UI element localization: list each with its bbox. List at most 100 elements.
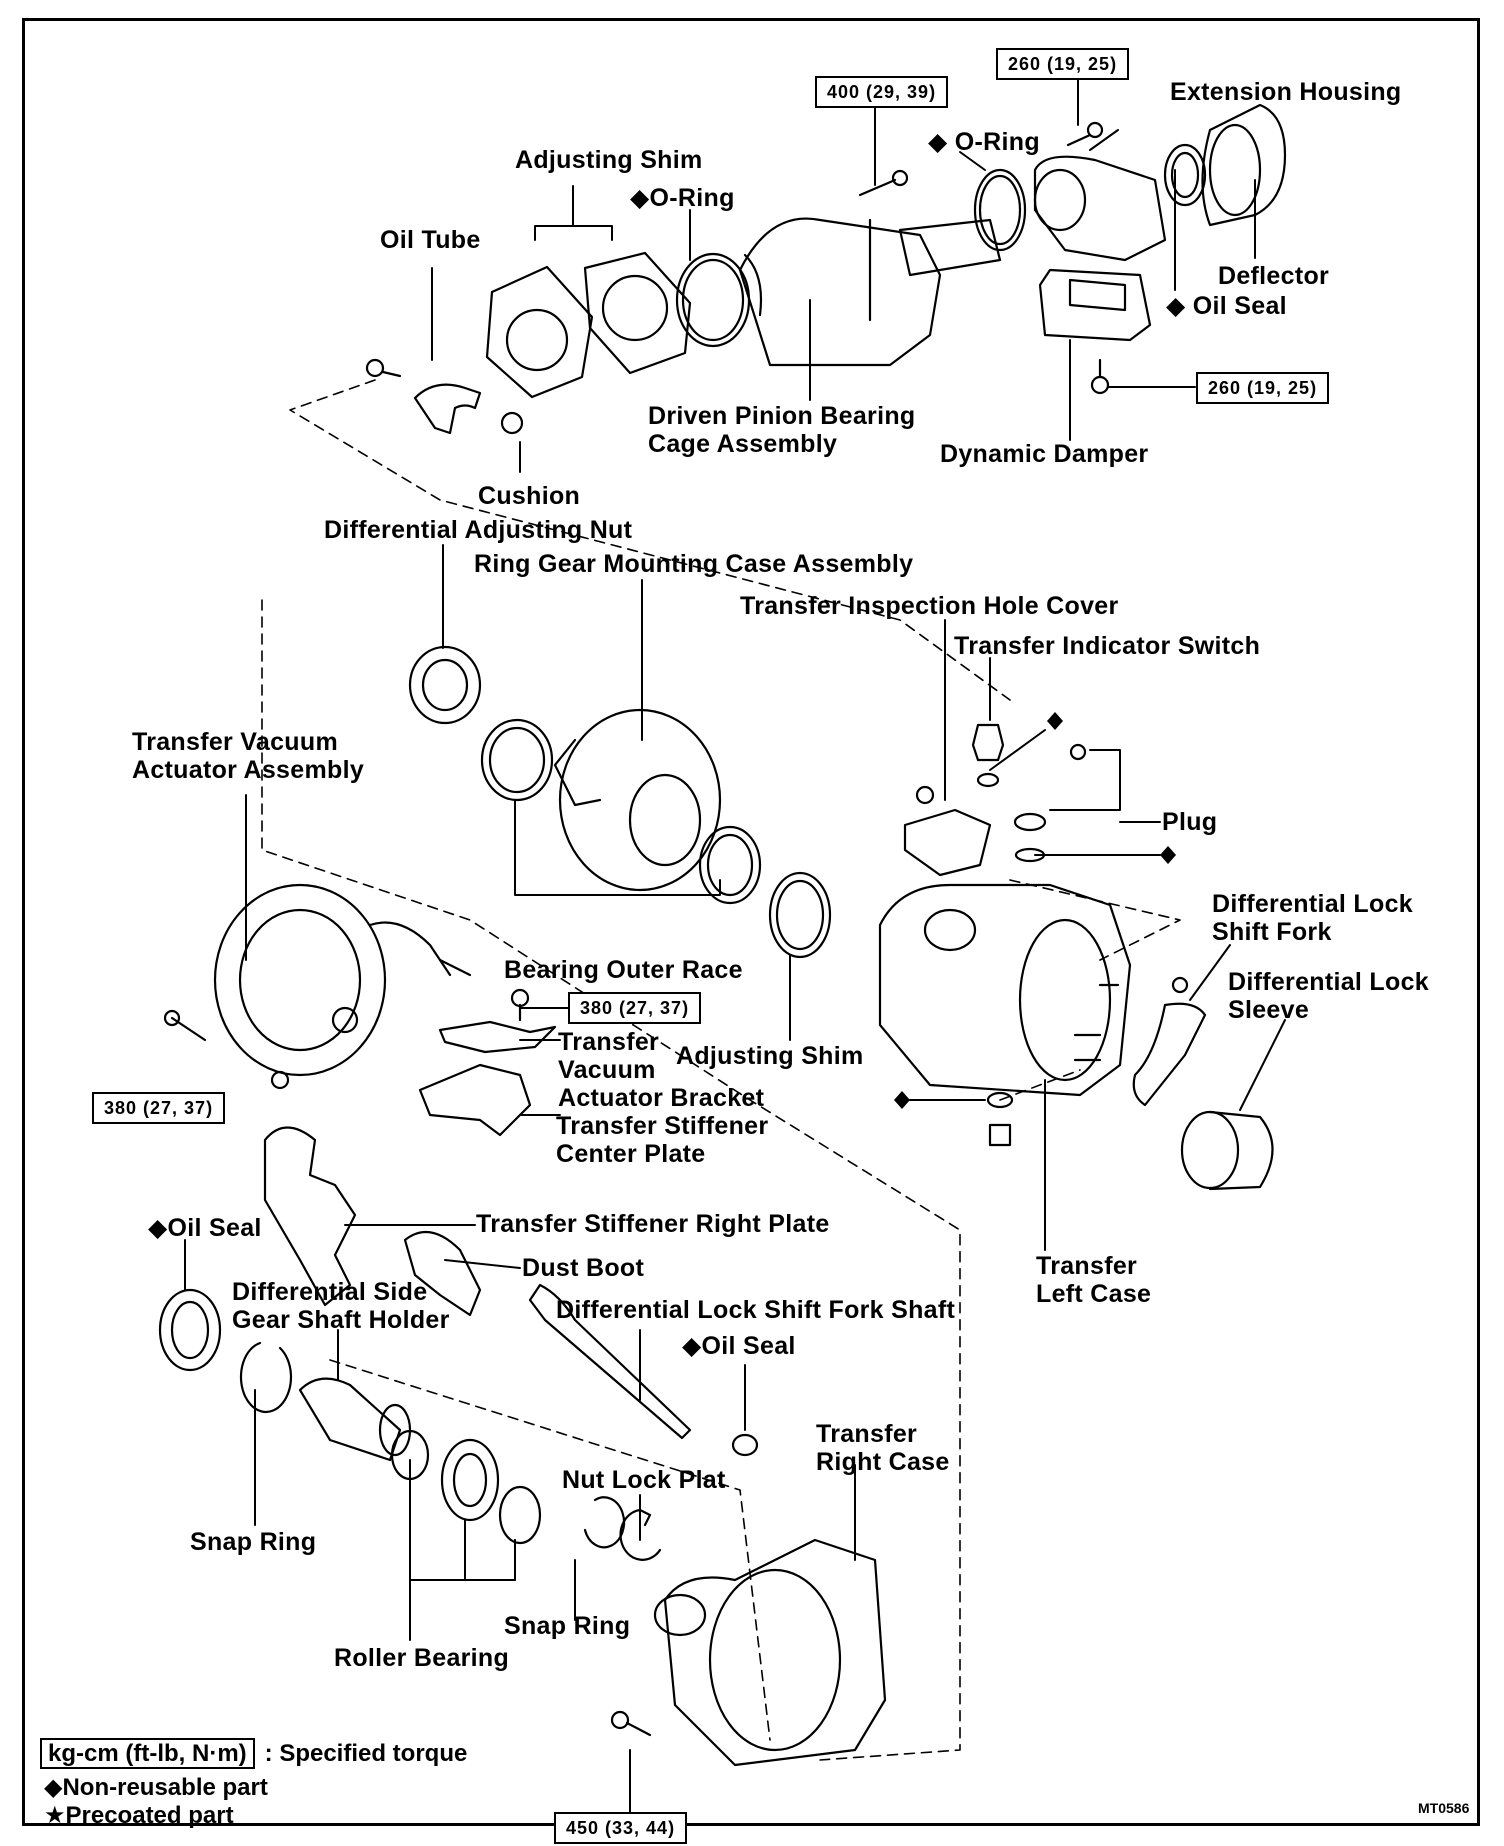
part-bolt-400 [858,169,909,197]
label-extension-housing: Extension Housing [1170,78,1402,106]
label-nut-lock: Nut Lock Plat [562,1466,726,1494]
label-center-plate-1: Transfer Stiffener [556,1112,769,1140]
part-dynamic-damper [1038,268,1152,342]
label-oring-top: ◆ O-Ring [928,128,1040,156]
label-diff-lock-fork-1: Differential Lock [1212,890,1413,918]
legend-torque-text: : Specified torque [264,1740,468,1767]
torque-400: 400 (29, 39) [815,76,949,108]
part-transfer-left-case [878,883,1132,1097]
label-dust-boot: Dust Boot [522,1254,645,1282]
part-plug [1013,743,1087,863]
label-bearing-outer-race: Bearing Outer Race [504,956,743,984]
part-oil-tube [413,383,482,435]
label-left-case-2: Left Case [1036,1280,1152,1308]
label-diff-adjusting-nut: Differential Adjusting Nut [324,516,633,544]
label-side-gear-1: Differential Side [232,1278,428,1306]
torque-260-extension: 260 (19, 25) [996,48,1130,80]
leader-lines [184,79,1286,1813]
part-oil-seal-top [1163,143,1207,207]
part-bearing-outer-race-1 [480,718,554,802]
part-bolt-450 [610,1710,652,1737]
label-oring-mid: ◆O-Ring [630,184,735,212]
label-oil-seal-bottom-text: Oil Seal [701,1332,796,1360]
assembly-guide-lines [261,379,1181,1761]
label-adjusting-shim-top: Adjusting Shim [515,146,703,174]
label-oring-top-text: O-Ring [954,128,1040,156]
part-driven-pinion [738,217,1002,367]
part-bolt-380-bracket [510,988,530,1022]
part-bearing-outer-race-2 [698,825,762,905]
part-nut-lock-plate [619,1508,662,1561]
label-oil-seal-left-text: Oil Seal [167,1214,262,1242]
label-diff-lock-sleeve-1: Differential Lock [1228,968,1429,996]
torque-380-bracket: 380 (27, 37) [568,992,702,1024]
part-dust-boot [403,1230,482,1317]
part-snap-ring-bottom [583,1496,626,1549]
diagram-frame [22,18,1480,1826]
label-oring-mid-text: O-Ring [649,184,735,212]
label-fork-shaft: Differential Lock Shift Fork Shaft [556,1296,956,1324]
label-adjusting-shim-mid: Adjusting Shim [676,1042,864,1070]
part-roller-bearing-3 [498,1485,542,1545]
label-driven-pinion-2: Cage Assembly [648,430,838,458]
part-fork-shaft [528,1283,692,1440]
part-diff-adjusting-nut [408,645,482,725]
label-oil-seal-top-text: Oil Seal [1192,292,1287,320]
part-indicator-switch [971,723,1005,788]
torque-260-damper: 260 (19, 25) [1196,372,1330,404]
part-vacuum-bracket [438,1020,557,1054]
label-plug: Plug [1162,808,1218,836]
part-center-plate [418,1063,532,1137]
part-deflector [1201,103,1287,227]
part-ring-gear [553,708,722,892]
part-adjusting-shim-1 [485,265,594,399]
figure-code: MT0586 [1418,1800,1470,1816]
label-oil-seal-left: ◆Oil Seal [148,1214,262,1242]
part-inspection-cover [903,785,992,877]
label-oil-seal-bottom: ◆Oil Seal [682,1332,796,1360]
part-oil-seal-left [158,1288,222,1372]
part-bolt-260-damper [1090,358,1110,395]
label-snap-ring-bottom: Snap Ring [504,1612,631,1640]
diamond-icon: ◆ [44,1774,63,1801]
torque-380-actuator: 380 (27, 37) [92,1092,226,1124]
label-snap-ring-left: Snap Ring [190,1528,317,1556]
label-roller-bearing: Roller Bearing [334,1644,510,1672]
label-driven-pinion-1: Driven Pinion Bearing [648,402,916,430]
part-transfer-right-case [653,1538,887,1767]
part-roller-bearing-2 [440,1438,500,1522]
legend-nonreusable: ◆Non-reusable part [44,1774,268,1802]
part-roller-bearing-1 [390,1429,430,1481]
label-bracket-3: Actuator Bracket [558,1084,765,1112]
part-bolt-380-actuator [163,1009,207,1042]
part-bolt-oiltube [365,358,402,378]
label-vacuum-actuator-2: Actuator Assembly [132,756,365,784]
label-left-case-1: Transfer [1036,1252,1138,1280]
label-bracket-2: Vacuum [558,1056,656,1084]
star-icon: ★ [44,1802,66,1829]
part-drain-plug [986,1091,1014,1147]
label-diff-lock-sleeve-2: Sleeve [1228,996,1310,1024]
legend-precoated-text: Precoated part [65,1802,234,1829]
part-right-plate [263,1126,357,1307]
label-oil-tube: Oil Tube [380,226,481,254]
legend-nonreusable-text: Non-reusable part [62,1774,268,1801]
label-dynamic-damper: Dynamic Damper [940,440,1149,468]
part-extension-housing [1033,155,1167,262]
label-right-case-2: Right Case [816,1448,950,1476]
legend-torque: kg-cm (ft-lb, N·m): Specified torque [40,1738,468,1769]
part-vacuum-actuator [213,883,472,1090]
legend-precoated: ★Precoated part [44,1802,234,1830]
label-vacuum-actuator-1: Transfer Vacuum [132,728,338,756]
part-snap-ring-left [239,1341,293,1414]
part-diff-lock-shift-fork [1132,976,1207,1107]
part-diff-lock-sleeve [1180,1110,1274,1191]
label-center-plate-2: Center Plate [556,1140,706,1168]
label-indicator-switch: Transfer Indicator Switch [954,632,1261,660]
part-cushion [500,411,524,435]
label-right-plate: Transfer Stiffener Right Plate [476,1210,830,1238]
label-cushion: Cushion [478,482,581,510]
torque-450: 450 (33, 44) [554,1812,688,1844]
label-bracket-1: Transfer [558,1028,660,1056]
